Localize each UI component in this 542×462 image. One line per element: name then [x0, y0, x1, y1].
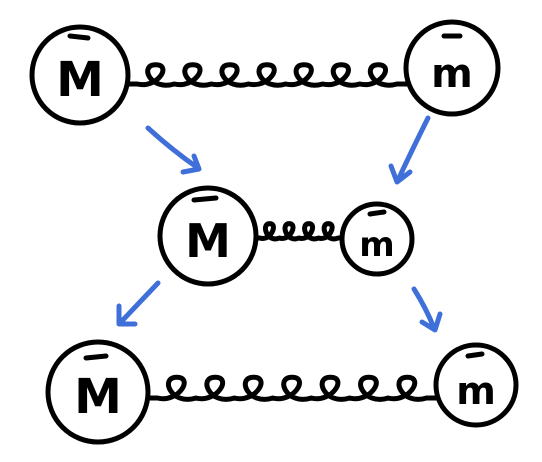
- mass-bottom-right: m: [433, 342, 519, 428]
- mass-middle-right: m: [339, 201, 415, 277]
- spring-bottom: [143, 374, 441, 402]
- row-bottom: M m: [45, 339, 519, 445]
- mass-label: m: [456, 369, 496, 413]
- mass-label: m: [431, 51, 473, 97]
- mass-label: M: [185, 214, 231, 268]
- mass-middle-left: M: [157, 185, 259, 287]
- row-top: M m: [29, 19, 501, 126]
- row-middle: M m: [157, 185, 415, 287]
- arrow-top-left-to-middle: [145, 125, 202, 175]
- arrow-middle-right-to-bottom: [411, 286, 443, 333]
- mass-label: M: [56, 52, 104, 108]
- arrow-top-right-to-middle: [388, 115, 431, 185]
- spring-middle: [251, 221, 347, 242]
- spring-top: [123, 62, 411, 88]
- mass-label: m: [359, 225, 394, 265]
- mass-label: M: [74, 369, 122, 425]
- arrow-middle-left-to-bottom: [116, 280, 161, 327]
- transition-arrows: [116, 115, 443, 333]
- mass-top-left: M: [29, 24, 131, 126]
- mass-top-right: m: [403, 19, 501, 117]
- mass-bottom-left: M: [45, 339, 151, 445]
